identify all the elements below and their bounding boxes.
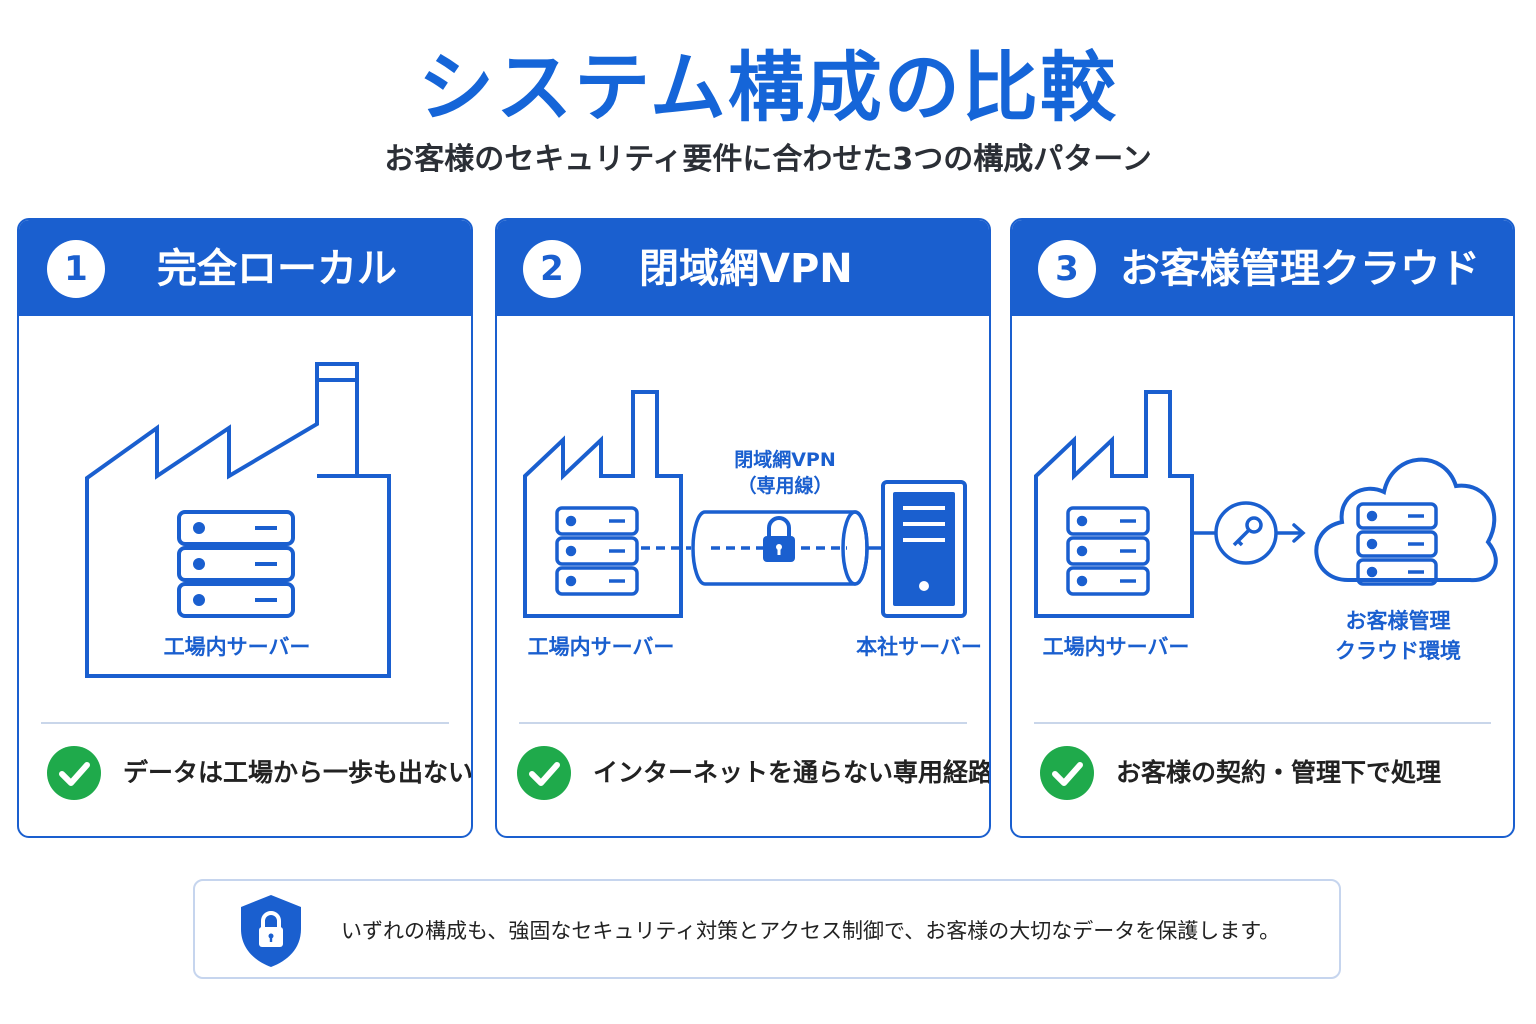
card-header: 3 お客様管理クラウド bbox=[1012, 220, 1513, 316]
factory-icon bbox=[1034, 390, 1194, 618]
card-feature: データは工場から一歩も出ない bbox=[123, 758, 473, 787]
card-header: 1 完全ローカル bbox=[19, 220, 471, 316]
factory-icon bbox=[85, 362, 391, 678]
tunnel-label-line2: （専用線） bbox=[737, 474, 832, 497]
card-vpn: 2 閉域網VPN 閉域網VPN （専用線） bbox=[495, 218, 991, 838]
lock-icon bbox=[763, 516, 795, 562]
card-cloud: 3 お客様管理クラウド bbox=[1010, 218, 1515, 838]
illustration-vpn: 閉域網VPN （専用線） 工場内サーバー bbox=[523, 390, 982, 659]
key-icon bbox=[1214, 501, 1278, 565]
check-icon bbox=[517, 746, 571, 800]
server-rack-icon bbox=[1066, 506, 1150, 596]
illustration-local: 工場内サーバー bbox=[85, 362, 391, 678]
card-header: 2 閉域網VPN bbox=[497, 220, 989, 316]
factory-server-label: 工場内サーバー bbox=[528, 635, 675, 659]
security-note: いずれの構成も、強固なセキュリティ対策とアクセス制御で、お客様の大切なデータを保… bbox=[193, 879, 1341, 979]
card-title: お客様管理クラウド bbox=[1120, 246, 1480, 292]
arrow-right-icon bbox=[1276, 523, 1306, 543]
card-feature: お客様の契約・管理下で処理 bbox=[1116, 758, 1442, 787]
shield-lock-icon bbox=[241, 895, 301, 967]
page-title: システム構成の比較 bbox=[418, 43, 1118, 132]
card-number: 1 bbox=[47, 240, 105, 298]
server-rack-icon bbox=[555, 506, 639, 596]
illustration-cloud: 工場内サーバー お客様管理 クラウド環境 bbox=[1034, 390, 1498, 663]
hq-server-label: 本社サーバー bbox=[856, 635, 982, 659]
tower-server-icon bbox=[881, 480, 967, 618]
card-divider bbox=[519, 722, 967, 724]
tunnel-label-line1: 閉域網VPN bbox=[734, 448, 836, 471]
card-body: 閉域網VPN （専用線） 工場内サーバー bbox=[497, 316, 989, 836]
card-body: 工場内サーバー お客様管理 クラウド環境 お客様の契約・管理下で処理 bbox=[1012, 316, 1513, 836]
card-title: 閉域網VPN bbox=[639, 246, 853, 292]
card-body: 工場内サーバー データは工場から一歩も出ない bbox=[19, 316, 471, 836]
check-icon bbox=[1040, 746, 1094, 800]
security-note-text: いずれの構成も、強固なセキュリティ対策とアクセス制御で、お客様の大切なデータを保… bbox=[341, 919, 1281, 943]
cloud-label-line1: お客様管理 bbox=[1346, 609, 1451, 633]
card-feature: インターネットを通らない専用経路 bbox=[593, 758, 991, 787]
factory-server-label: 工場内サーバー bbox=[1043, 635, 1190, 659]
card-divider bbox=[41, 722, 449, 724]
check-icon bbox=[47, 746, 101, 800]
factory-icon bbox=[523, 390, 683, 618]
card-local: 1 完全ローカル 工場内サーバー bbox=[17, 218, 473, 838]
factory-server-label: 工場内サーバー bbox=[164, 635, 311, 659]
cloud-label-line2: クラウド環境 bbox=[1335, 639, 1461, 663]
cloud-icon bbox=[1314, 457, 1498, 583]
page-subtitle: お客様のセキュリティ要件に合わせた3つの構成パターン bbox=[384, 142, 1152, 177]
card-title: 完全ローカル bbox=[157, 246, 397, 292]
server-rack-icon bbox=[1356, 502, 1438, 586]
card-number: 3 bbox=[1038, 240, 1096, 298]
server-rack-icon bbox=[177, 510, 295, 618]
card-number: 2 bbox=[523, 240, 581, 298]
card-divider bbox=[1034, 722, 1491, 724]
